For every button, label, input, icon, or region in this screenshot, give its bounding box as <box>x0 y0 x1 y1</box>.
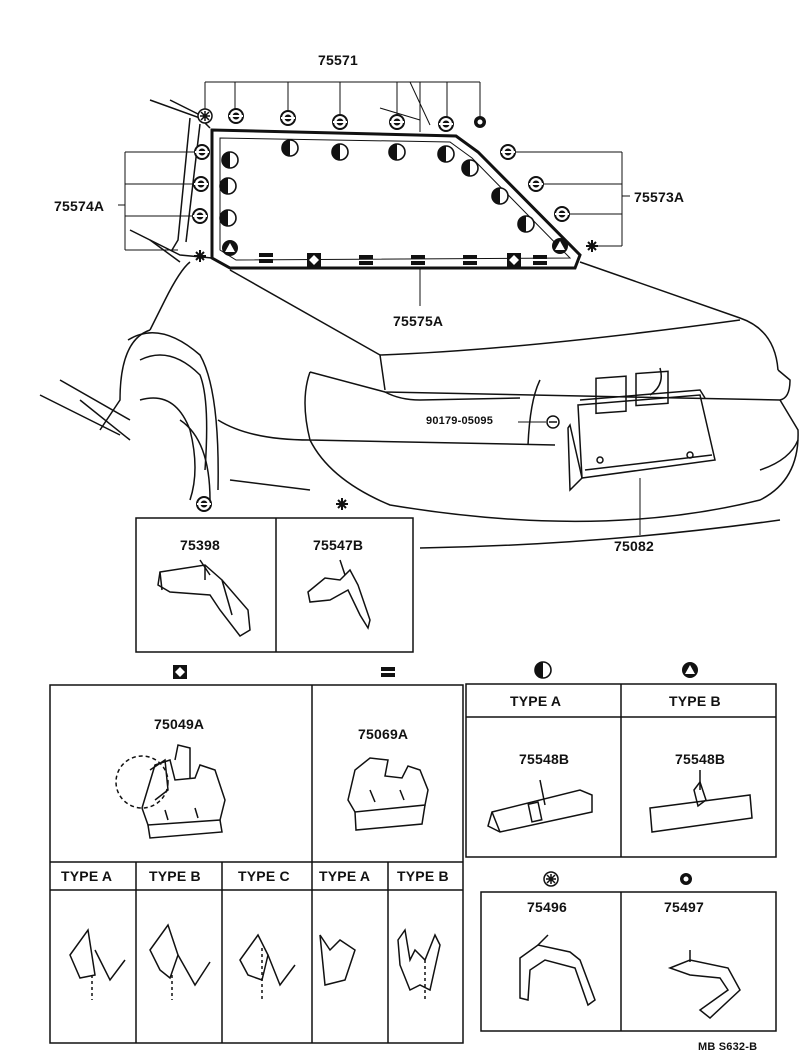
part-number-75398: 75398 <box>180 537 220 553</box>
dot-circle-icon <box>474 116 486 128</box>
half-circle-icon <box>219 177 237 195</box>
clip-75398-drawing <box>157 559 251 637</box>
clip-panel-right <box>465 683 777 858</box>
part-number-75573A: 75573A <box>634 189 685 205</box>
clip-75496-75497-drawings <box>519 934 741 1019</box>
ring-symbol-icon <box>332 114 348 130</box>
ring-symbol-icon <box>554 206 570 222</box>
type-profile-drawings <box>69 923 441 1000</box>
ring-symbol-icon <box>192 208 208 224</box>
half-circle-icon <box>281 139 299 157</box>
part-number-75049A: 75049A <box>154 716 205 732</box>
double-bar-icon <box>359 255 373 265</box>
triangle-circle-icon <box>222 240 238 256</box>
type-c-label: TYPE C <box>238 868 290 884</box>
triangle-circle-icon <box>682 662 698 678</box>
part-number-75548B-a: 75548B <box>519 751 570 767</box>
part-number-75496: 75496 <box>527 899 567 915</box>
clip-panel-upper <box>135 517 414 653</box>
part-number-75547B: 75547B <box>313 537 364 553</box>
double-bar-icon <box>463 255 477 265</box>
diamond-square-icon <box>507 253 521 267</box>
ring-symbol-icon <box>196 496 212 512</box>
half-circle-icon <box>437 145 455 163</box>
part-number-75571: 75571 <box>318 52 358 68</box>
clip-75069A-drawing <box>347 757 429 831</box>
type-a-label-2: TYPE A <box>319 868 371 884</box>
part-number-screw: 90179-05095 <box>426 415 494 427</box>
part-number-75497: 75497 <box>664 899 704 915</box>
half-circle-icon <box>461 159 479 177</box>
double-bar-icon <box>259 253 273 263</box>
double-bar-icon <box>381 667 395 677</box>
double-bar-icon <box>533 255 547 265</box>
window-clip-symbols <box>192 108 599 267</box>
car-body <box>39 99 799 549</box>
ring-symbol-icon <box>528 176 544 192</box>
type-b-label-2: TYPE B <box>397 868 449 884</box>
part-number-75548B-b: 75548B <box>675 751 726 767</box>
clip-75547B-drawing <box>307 559 371 630</box>
star-circle-icon <box>197 108 213 124</box>
ring-symbol-icon <box>389 114 405 130</box>
half-circle-icon <box>219 209 237 227</box>
clip-panel-bottom-right <box>480 891 777 1032</box>
ring-symbol-icon <box>500 144 516 160</box>
screw-icon <box>518 415 560 429</box>
part-number-75082: 75082 <box>614 538 654 554</box>
asterisk-symbol-icon <box>585 239 599 253</box>
diamond-square-icon <box>307 253 321 267</box>
type-a-label-1: TYPE A <box>61 868 113 884</box>
part-number-75574A: 75574A <box>54 198 105 214</box>
diagram-code: MB S632-B <box>698 1041 758 1053</box>
ring-symbol-icon <box>193 176 209 192</box>
half-circle-icon <box>388 143 406 161</box>
ring-symbol-icon <box>280 110 296 126</box>
asterisk-symbol-icon <box>193 249 207 263</box>
license-bracket-drawing <box>567 370 716 492</box>
leader-lines <box>118 81 641 535</box>
ring-symbol-icon <box>438 116 454 132</box>
double-bar-icon <box>411 255 425 265</box>
type-a-label-right: TYPE A <box>510 693 562 709</box>
half-circle-icon <box>491 187 509 205</box>
triangle-circle-icon <box>552 238 568 254</box>
star-circle-icon <box>543 871 559 887</box>
dot-circle-icon <box>680 873 692 885</box>
part-number-75069A: 75069A <box>358 726 409 742</box>
half-circle-icon <box>221 151 239 169</box>
half-circle-icon <box>331 143 349 161</box>
half-circle-icon <box>517 215 535 233</box>
asterisk-symbol-icon <box>335 497 349 511</box>
type-b-label-right: TYPE B <box>669 693 721 709</box>
ring-symbol-icon <box>194 144 210 160</box>
clip-75548B-drawings <box>487 770 753 833</box>
clip-panel-lower <box>49 684 464 1044</box>
part-number-75575A: 75575A <box>393 313 444 329</box>
diamond-square-icon <box>173 665 187 679</box>
clip-75049A-drawing <box>115 744 226 839</box>
type-b-label-1: TYPE B <box>149 868 201 884</box>
ring-symbol-icon <box>228 108 244 124</box>
half-circle-icon <box>534 661 552 679</box>
